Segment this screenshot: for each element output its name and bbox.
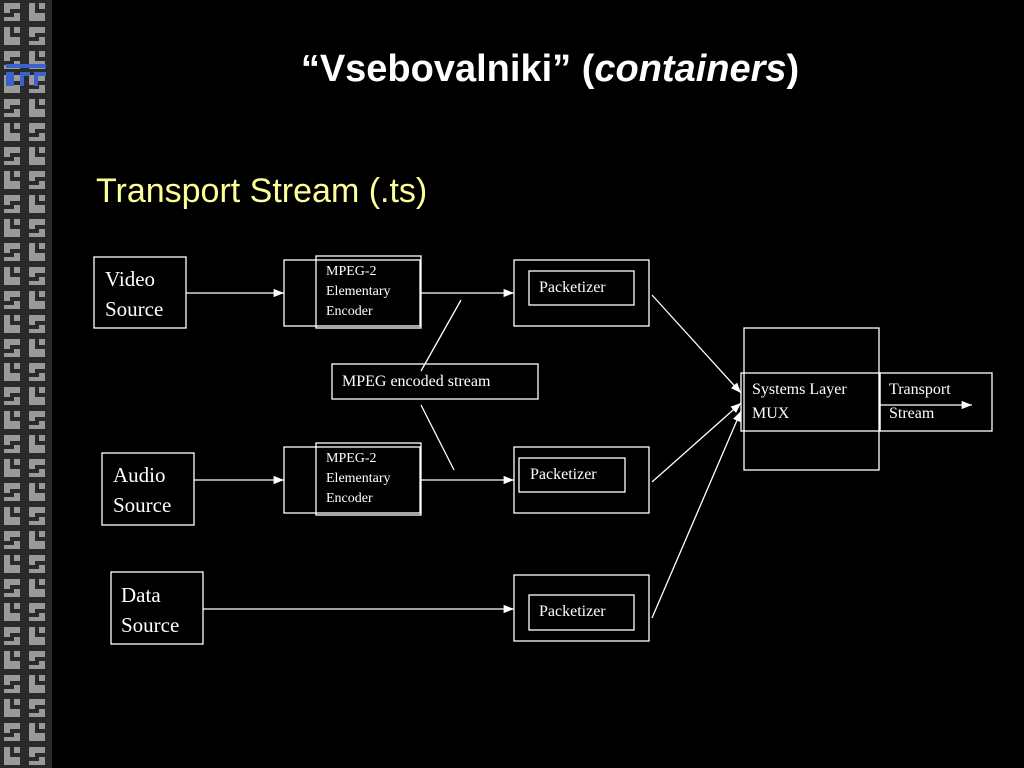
mux-label: Systems Layer MUX — [752, 381, 847, 422]
packetizer-3-label: Packetizer — [539, 603, 606, 620]
mux-outer-box — [743, 327, 880, 471]
arrow-packetizer2-to-mux — [651, 402, 742, 483]
decorative-pattern-strip — [0, 0, 52, 768]
transport-stream-box — [879, 372, 993, 432]
video-encoder-label: MPEG-2 Elementary Encoder — [326, 264, 391, 319]
packetizer-3-outer-box — [513, 574, 650, 642]
packetizer-1-inner-box — [528, 270, 635, 306]
packetizer-2-label: Packetizer — [530, 466, 597, 483]
title-italic: containers — [594, 48, 787, 90]
arrow-packetizer3-to-mux — [651, 410, 742, 619]
audio-source-box — [101, 452, 195, 526]
packetizer-2-inner-box — [518, 457, 626, 493]
encoded-stream-box — [331, 363, 539, 400]
video-source-label: Video Source — [105, 267, 164, 321]
audio-encoder-label: MPEG-2 Elementary Encoder — [326, 451, 391, 506]
title-main: “Vsebovalniki” ( — [300, 48, 595, 90]
packetizer-1-label: Packetizer — [539, 279, 606, 296]
audio-source-label: Audio Source — [113, 463, 172, 517]
data-source-label: Data Source — [121, 583, 180, 637]
arrow-packetizer1-to-mux — [651, 294, 742, 394]
packetizer-3-inner-box — [528, 594, 635, 631]
video-encoder-inner-box — [315, 255, 422, 329]
audio-encoder-inner-box — [315, 442, 422, 516]
title-end: ) — [786, 48, 800, 90]
transport-stream-label: Transport Stream — [889, 381, 951, 422]
encoded-stream-label: MPEG encoded stream — [342, 373, 491, 390]
data-source-box — [110, 571, 204, 645]
slide-subtitle: Transport Stream (.ts) — [96, 172, 428, 210]
slide-title: “Vsebovalniki” (containers) — [170, 48, 930, 91]
